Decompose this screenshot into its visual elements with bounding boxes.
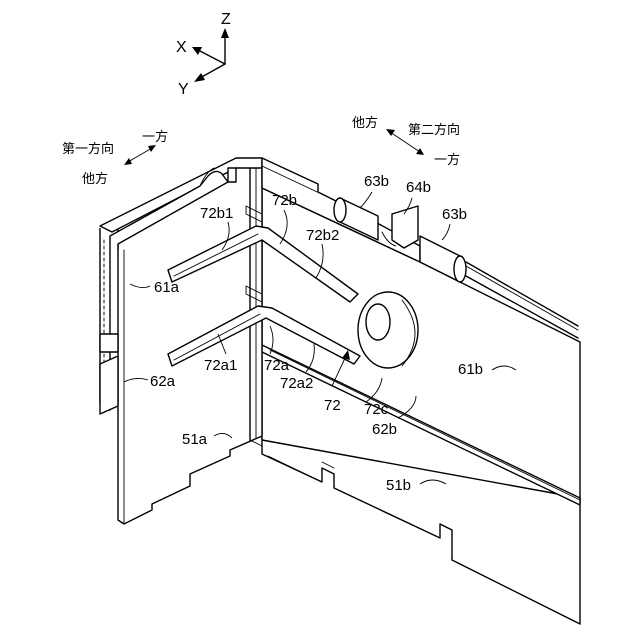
label-51b: 51b xyxy=(386,477,411,494)
label-72b1: 72b1 xyxy=(200,205,233,222)
z-arrowhead xyxy=(221,28,229,38)
second-direction-other-side: 他方 xyxy=(352,115,378,131)
axis-triad: Z X Y xyxy=(176,11,231,98)
label-62b: 62b xyxy=(372,421,397,438)
y-axis-label: Y xyxy=(178,81,189,98)
label-63b-left: 63b xyxy=(364,173,389,190)
label-72c: 72c xyxy=(364,401,389,418)
label-61a: 61a xyxy=(154,279,180,296)
label-72b2: 72b2 xyxy=(306,227,339,244)
label-61b: 61b xyxy=(458,361,483,378)
label-63b-right: 63b xyxy=(442,206,467,223)
y-arrowhead xyxy=(194,73,205,82)
x-axis-label: X xyxy=(176,39,187,56)
label-72a2: 72a2 xyxy=(280,375,313,392)
second-direction-indicator: 他方 第二方向 一方 xyxy=(352,115,460,168)
slot-62a xyxy=(100,334,118,352)
label-72a1: 72a1 xyxy=(204,357,237,374)
second-direction-label: 第二方向 xyxy=(408,122,460,138)
first-direction-one-side: 一方 xyxy=(142,129,168,145)
first-direction-arrow xyxy=(128,148,152,162)
first-direction-other-side: 他方 xyxy=(82,171,108,187)
second-direction-one-side: 一方 xyxy=(434,152,460,168)
x-axis-arrow xyxy=(198,50,225,64)
label-64b: 64b xyxy=(406,179,431,196)
lower-tab xyxy=(100,356,118,414)
label-51a: 51a xyxy=(182,431,208,448)
label-72: 72 xyxy=(324,397,341,414)
y-axis-arrow xyxy=(200,64,225,78)
z-axis-label: Z xyxy=(221,11,231,28)
first-direction-label: 第一方向 xyxy=(62,141,114,157)
first-direction-indicator: 第一方向 一方 他方 xyxy=(62,129,168,187)
label-72b: 72b xyxy=(272,192,297,209)
label-72a: 72a xyxy=(264,357,290,374)
lower-fold xyxy=(100,356,118,414)
label-62a: 62a xyxy=(150,373,176,390)
